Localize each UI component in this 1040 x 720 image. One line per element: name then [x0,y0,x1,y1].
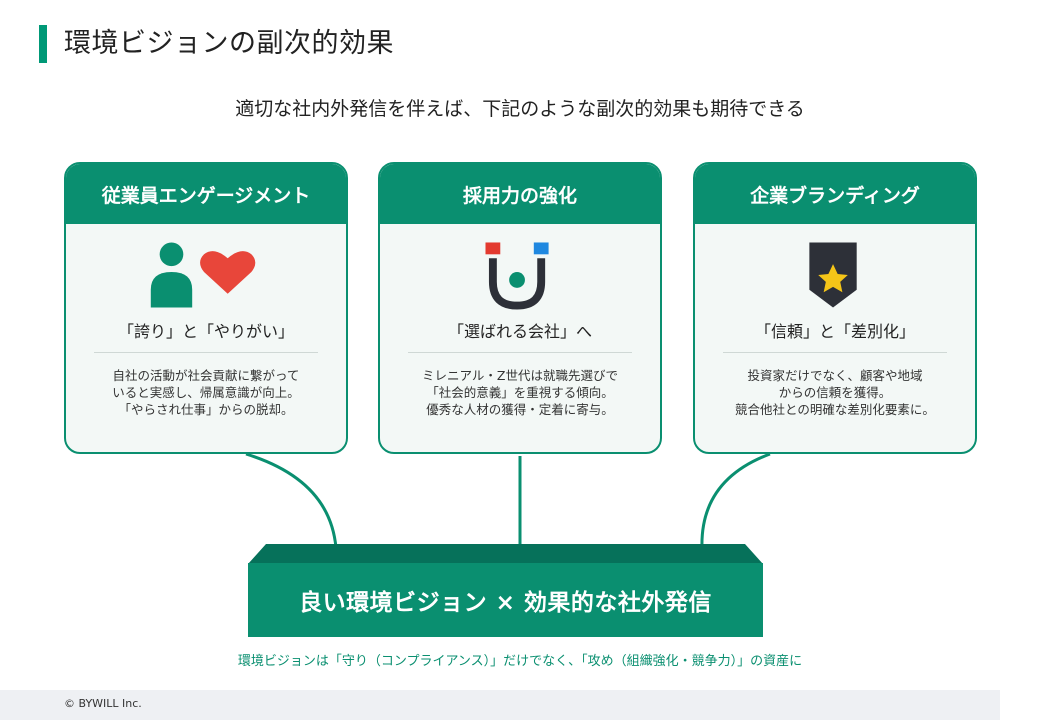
caption: 環境ビジョンは「守り（コンプライアンス）」だけでなく、「攻め（組織強化・競争力）… [237,654,803,669]
connector-right [700,452,771,549]
card-body-line: 優秀な人材の獲得・定着に寄与。 [426,402,614,417]
card-body: 自社の活動が社会貢献に繋がって いると実感し、帰属意識が向上。 「やらされ仕事」… [66,367,346,418]
card-divider [94,352,318,353]
card-heading: 「信頼」と「差別化」 [754,322,915,341]
card-employee-engagement: 従業員エンゲージメント 「誇り」と「やりがい」 自社の活動が社会貢献に繋がって … [64,162,348,454]
footer: © BYWILL Inc. [0,690,1000,720]
magnet-icon [485,242,549,310]
card-heading: 「誇り」と「やりがい」 [117,322,294,341]
card-body-line: 投資家だけでなく、顧客や地域 [747,368,923,383]
main-box-top-face [248,544,763,564]
person-heart-icon [150,242,256,308]
connector-left [245,452,338,549]
card-header: 採用力の強化 [380,164,660,224]
card-body-line: ミレニアル・Z世代は就職先選びで [422,368,618,383]
title-accent-bar [39,25,47,63]
card-body-line: 競合他社との明確な差別化要素に。 [735,402,935,417]
star-badge-icon [809,242,857,308]
card-header: 企業ブランディング [695,164,975,224]
card-corporate-branding: 企業ブランディング 「信頼」と「差別化」 投資家だけでなく、顧客や地域 からの信… [693,162,977,454]
card-body-line: 「社会的意義」を重視する傾向。 [426,385,614,400]
main-message-box: 良い環境ビジョン × 効果的な社外発信 [248,563,763,637]
page-title: 環境ビジョンの副次的効果 [64,28,394,59]
card-body-line: 自社の活動が社会貢献に繋がって [112,368,300,383]
card-header: 従業員エンゲージメント [66,164,346,224]
card-heading: 「選ばれる会社」へ [447,322,592,341]
copyright: © BYWILL Inc. [64,697,142,710]
card-body: ミレニアル・Z世代は就職先選びで 「社会的意義」を重視する傾向。 優秀な人材の獲… [380,367,660,418]
card-body-line: 「やらされ仕事」からの脱却。 [118,402,294,417]
card-body: 投資家だけでなく、顧客や地域 からの信頼を獲得。 競合他社との明確な差別化要素に… [695,367,975,418]
card-body-line: いると実感し、帰属意識が向上。 [112,385,300,400]
subtitle: 適切な社内外発信を伴えば、下記のような副次的効果も期待できる [235,98,805,120]
card-body-line: からの信頼を獲得。 [778,385,892,400]
card-divider [723,352,947,353]
card-divider [408,352,632,353]
card-recruiting: 採用力の強化 「選ばれる会社」へ ミレニアル・Z世代は就職先選びで 「社会的意義… [378,162,662,454]
